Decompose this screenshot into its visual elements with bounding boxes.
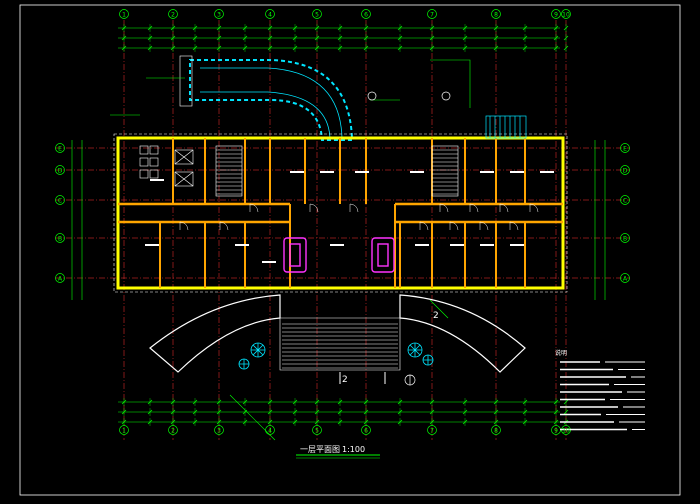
axis-column-label: 2	[171, 428, 175, 435]
axis-bubble	[312, 9, 322, 19]
axis-bubble	[214, 9, 224, 19]
side-stair-top-right	[485, 115, 527, 139]
entrance-canopy	[179, 55, 354, 141]
axis-bubble	[265, 9, 275, 19]
axis-row-label: E	[623, 146, 627, 153]
axis-bubble	[620, 165, 630, 175]
drawing-frame	[19, 4, 681, 496]
axis-bubble	[119, 9, 129, 19]
axis-column-label: 2	[171, 12, 175, 19]
notes-block: 说明	[555, 349, 645, 431]
stair-left-treads	[216, 149, 242, 195]
drawing-scale: 1:100	[342, 445, 365, 454]
axis-bubble	[55, 143, 65, 153]
corridor-walls	[118, 202, 563, 224]
axis-bubble	[491, 9, 501, 19]
axis-row-label: A	[58, 276, 63, 283]
axis-bubble	[551, 9, 561, 19]
axis-row-label: C	[58, 198, 62, 205]
axis-bubble	[55, 273, 65, 283]
axis-column-label: 10	[562, 12, 570, 19]
section-mark-icon	[339, 372, 386, 384]
drawing-title: 一层平面图	[300, 445, 340, 454]
axis-column-label: 5	[315, 12, 319, 19]
axis-bubble	[55, 195, 65, 205]
axis-column-label: 8	[494, 428, 498, 435]
room-labels	[145, 171, 554, 263]
axis-column-label: 3	[217, 428, 221, 435]
north-arrow-icon	[367, 91, 451, 386]
side-dimension-lines	[71, 140, 606, 300]
axis-column-label: 6	[364, 12, 368, 19]
axis-bubble	[168, 9, 178, 19]
axis-bubble	[361, 9, 371, 19]
section-mark-left: 2	[342, 375, 348, 385]
room-partitions	[159, 138, 526, 288]
front-planters	[149, 294, 526, 373]
axis-row-label: B	[58, 236, 62, 243]
axis-bubble	[620, 273, 630, 283]
axis-column-label: 4	[268, 12, 272, 19]
lobby-furniture	[283, 237, 395, 273]
axis-column-label: 7	[430, 428, 434, 435]
axis-column-label: 3	[217, 12, 221, 19]
axis-bubble	[427, 9, 437, 19]
axis-bubble	[55, 233, 65, 243]
axis-row-label: E	[58, 146, 62, 153]
axis-column-label: 9	[554, 12, 558, 19]
axis-column-label: 4	[268, 428, 272, 435]
leader-lines	[110, 59, 471, 441]
top-dimension-ticks	[121, 24, 569, 52]
notes-header: 说明	[555, 349, 567, 357]
stair-left	[215, 145, 243, 197]
axis-bubble	[620, 195, 630, 205]
washroom-fixtures	[139, 145, 194, 187]
axis-row-label: B	[623, 236, 627, 243]
door-swings	[179, 203, 539, 231]
axis-column-label: 9	[554, 428, 558, 435]
entrance-steps	[282, 323, 398, 369]
axis-column-label: 10	[562, 428, 570, 435]
top-dimension-lines	[118, 27, 560, 49]
section-mark-right: 2	[433, 311, 439, 321]
notes-lines	[560, 361, 645, 431]
axis-column-label: 7	[430, 12, 434, 19]
axis-column-label: 6	[364, 428, 368, 435]
plant-symbol-icon	[238, 342, 434, 370]
stair-right-treads	[432, 149, 458, 195]
axis-row-label: A	[623, 276, 628, 283]
axis-row-label: D	[623, 168, 628, 175]
bottom-dimension-lines	[118, 401, 560, 423]
axis-bubble	[620, 233, 630, 243]
axis-column-label: 1	[122, 428, 126, 435]
axis-row-label: C	[623, 198, 627, 205]
axis-bubble	[55, 165, 65, 175]
axis-row-label: D	[58, 168, 63, 175]
axis-bubble	[561, 9, 571, 19]
axis-column-label: 8	[494, 12, 498, 19]
axis-column-label: 5	[315, 428, 319, 435]
bottom-dimension-ticks	[121, 398, 569, 426]
axis-column-label: 1	[122, 12, 126, 19]
axis-bubble	[620, 143, 630, 153]
stair-right	[431, 145, 459, 197]
